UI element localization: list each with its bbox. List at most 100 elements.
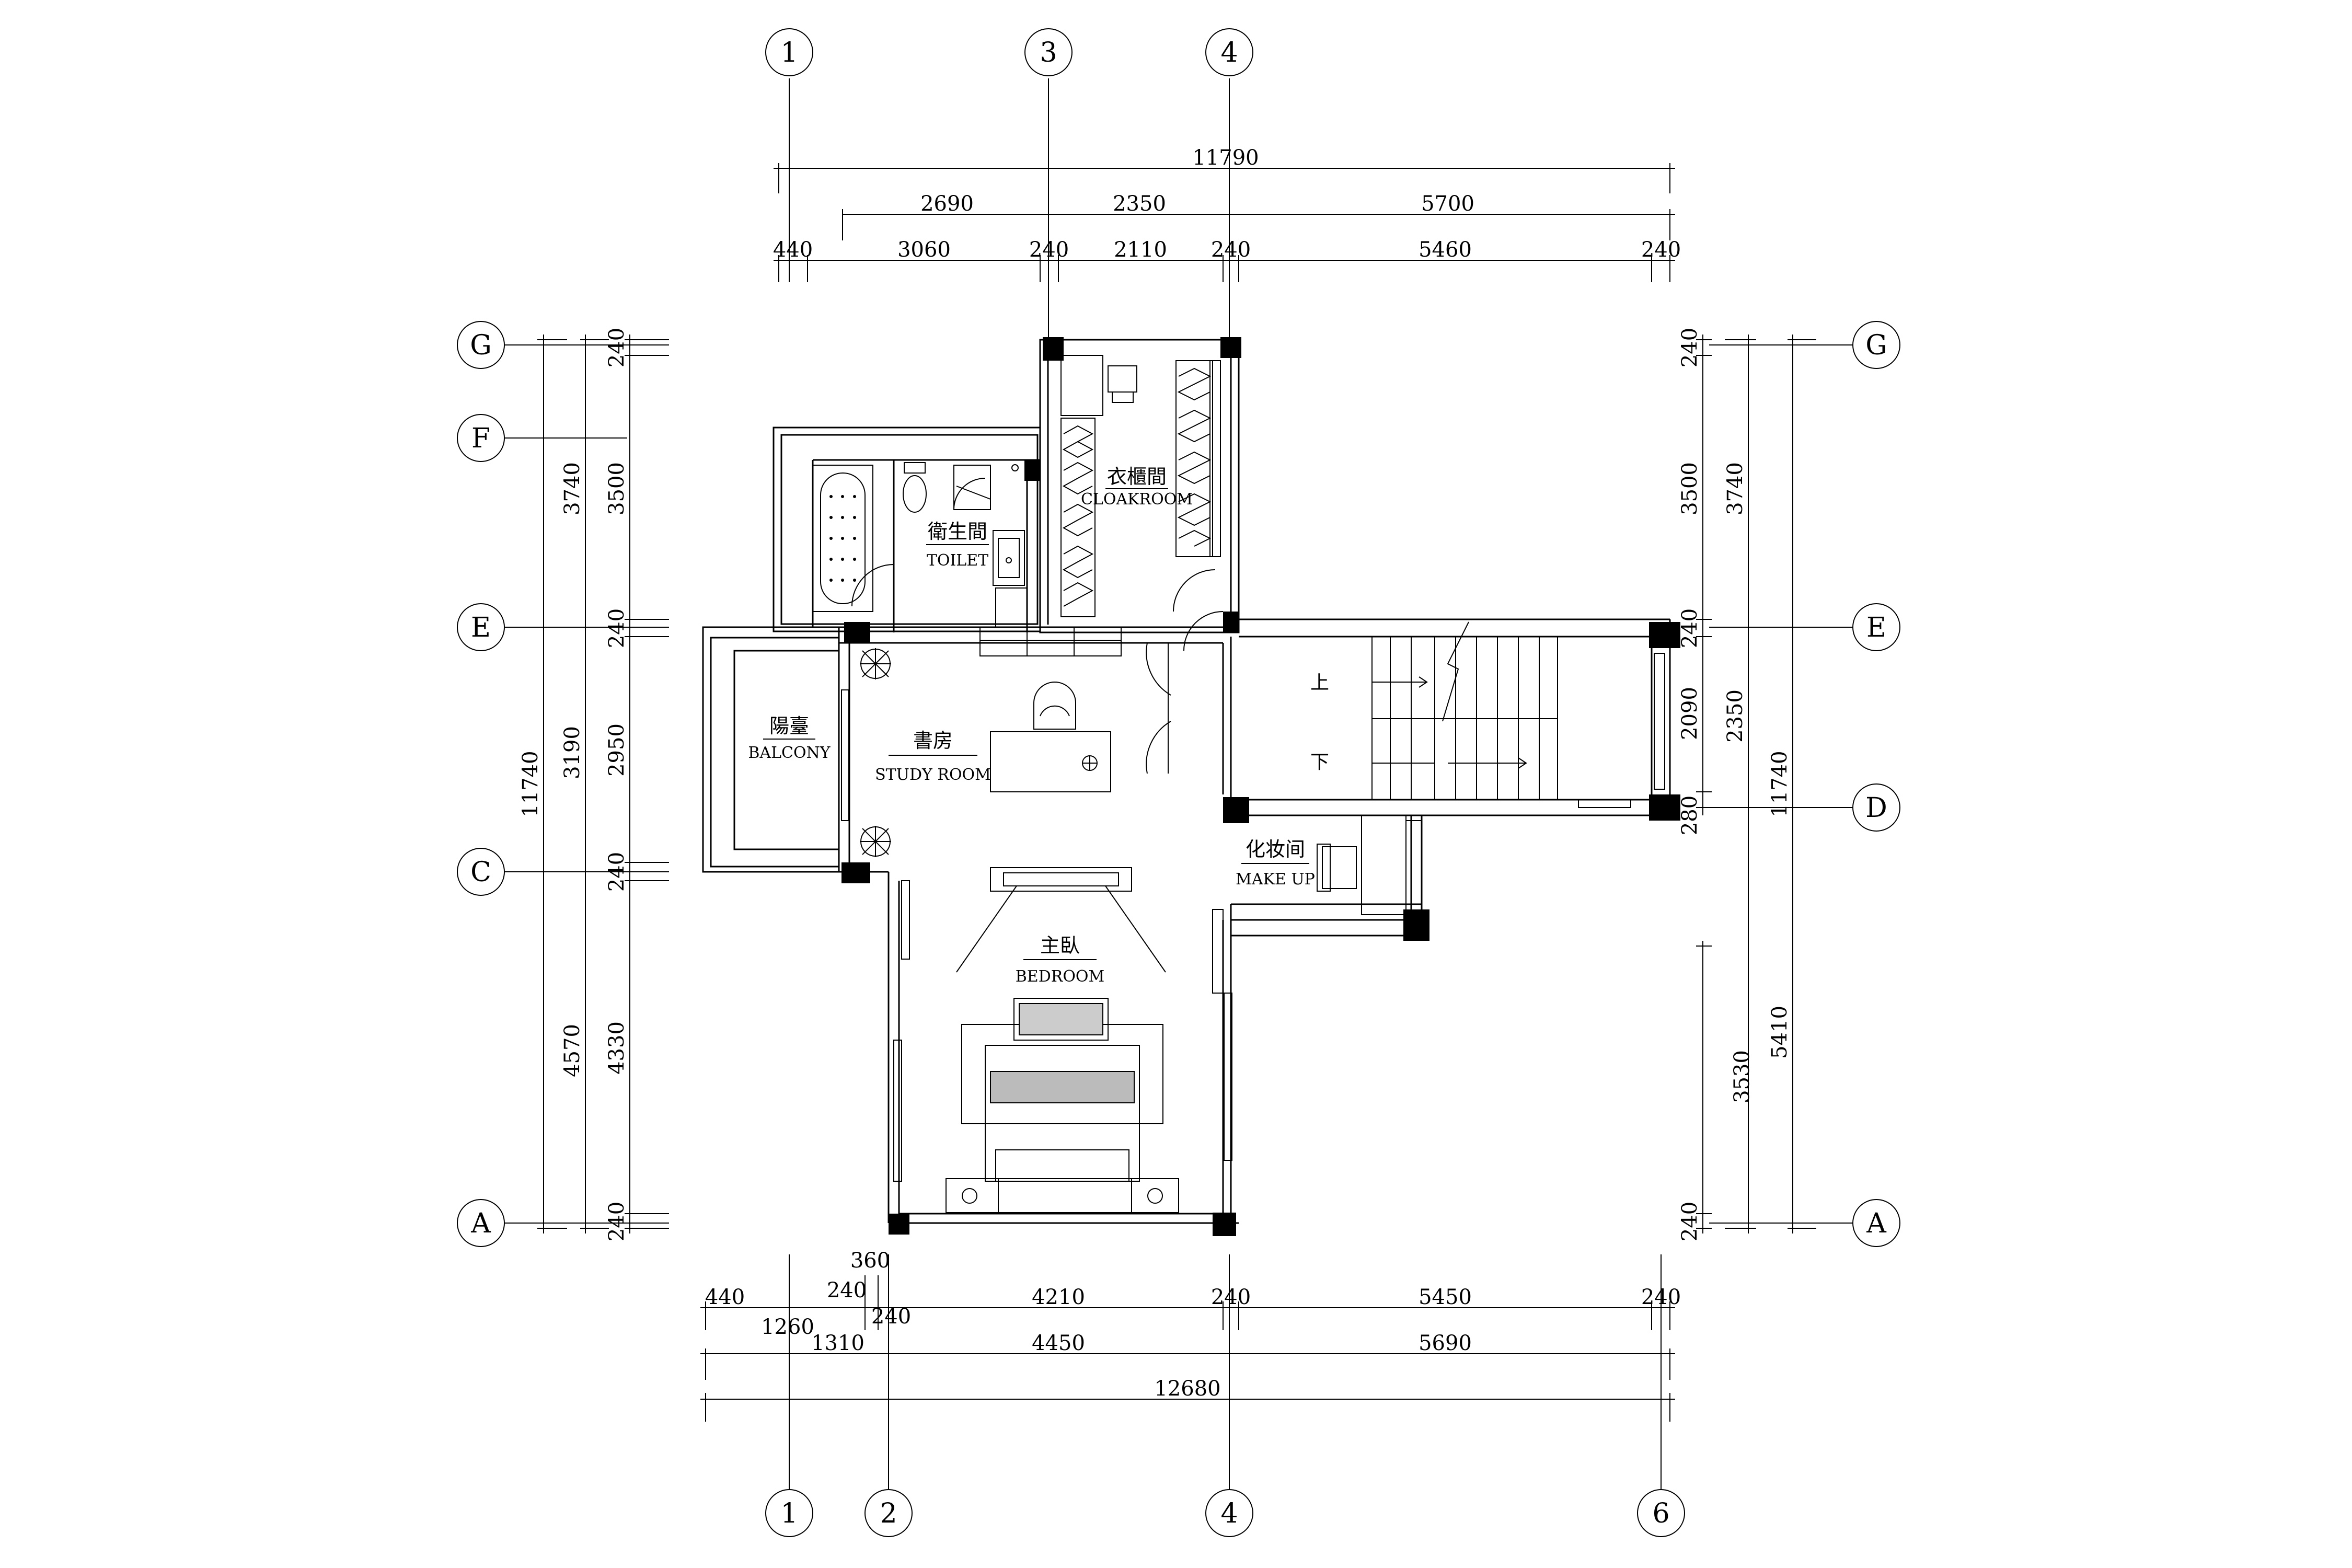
dim-left-detail: 4330 [605,1021,629,1075]
grid-label: G [1865,330,1887,361]
left-dimension-lines [537,335,669,1233]
grid-label: 1 [780,37,798,68]
stair-down-label: 下 [1310,752,1329,773]
makeup-label-cn: 化妆间 [1246,838,1305,861]
grid-bubbles-top: 1 3 4 [765,28,1253,76]
dim-top-mid: 2350 [1113,192,1166,216]
cloakroom-label-cn: 衣櫃間 [1107,465,1167,488]
dim-top-detail: 240 [1641,238,1681,262]
dim-right-detail: 240 [1678,328,1702,367]
cloakroom-label-en: CLOAKROOM [1081,490,1193,509]
dim-right-mid: 2350 [1723,689,1747,743]
top-dimension-texts: 11790 2690 2350 5700 440 3060 240 2110 2… [773,146,1681,262]
toilet-label-en: TOILET [927,551,988,570]
dim-bottom-total: 12680 [1154,1377,1220,1401]
bedroom-label-cn: 主臥 [1040,934,1080,957]
study-fixtures [851,564,1216,857]
grid-label: D [1865,792,1887,824]
dim-right-detail: 3530 [1730,1050,1754,1103]
dim-top-detail: 3060 [897,238,951,262]
dim-left-total: 11740 [518,751,543,817]
stair-up-label: 上 [1310,672,1329,694]
grid-label: A [470,1208,491,1239]
dim-bottom-small: 240 [871,1305,911,1329]
study-label-cn: 書房 [913,729,953,752]
balcony-label-en: BALCONY [748,744,831,762]
dim-bottom-mid: 5690 [1419,1331,1472,1355]
dim-bottom-small: 360 [850,1249,890,1273]
room-labels: 衣櫃間 CLOAKROOM 衛生間 TOILET 陽臺 BALCONY 書房 S… [748,465,1329,986]
makeup-label-en: MAKE UP [1236,870,1315,889]
grid-label: E [1866,612,1886,643]
dim-left-detail: 3500 [605,462,629,515]
grid-label: 6 [1652,1498,1669,1529]
grid-bubbles-right: G E D A [1852,321,1900,1247]
dim-top-total: 11790 [1192,146,1259,170]
dim-right-detail: 240 [1678,608,1702,648]
bottom-dimension-texts: 360 240 1260 240 440 4210 240 5450 240 1… [705,1249,1681,1401]
cloakroom-fixtures [1060,355,1221,617]
grid-label: E [471,612,491,643]
grid-label: 3 [1040,37,1057,68]
dim-top-detail: 240 [1211,238,1251,262]
dim-left-mid: 3740 [560,462,584,515]
dim-left-detail: 2950 [605,723,629,777]
columns [841,337,1680,1236]
grid-bubbles-bottom: 1 2 4 6 [765,1489,1685,1537]
dim-top-mid: 2690 [920,192,974,216]
left-dimension-texts: 11740 3740 3190 4570 240 3500 240 2950 2… [518,328,629,1241]
bottom-dimension-lines [700,1275,1675,1422]
dim-bottom-detail: 4210 [1032,1285,1085,1309]
balcony-fixtures [841,689,849,821]
grid-label: G [470,330,492,361]
dim-right-mid: 5410 [1768,1006,1792,1059]
balcony-label-cn: 陽臺 [769,714,809,737]
dim-bottom-small: 1260 [761,1315,814,1339]
grid-bubbles-left: G F E C A [457,321,505,1247]
dim-right-detail: 3500 [1678,462,1702,515]
dim-left-mid: 4570 [560,1024,584,1077]
dim-left-detail: 240 [605,1202,629,1241]
top-dimension-lines [774,163,1675,282]
study-label-en: STUDY ROOM [875,766,991,784]
dim-bottom-detail: 5450 [1419,1285,1472,1309]
dim-top-detail: 5460 [1419,238,1472,262]
right-dimension-lines [1696,335,1816,1233]
dim-right-total: 11740 [1768,751,1792,817]
bathtub-jets [829,495,856,582]
dim-right-detail: 280 [1678,795,1702,835]
dim-left-detail: 240 [605,328,629,367]
plant-icon [860,648,891,679]
grid-label: C [470,857,491,888]
bedroom-label-en: BEDROOM [1016,967,1105,986]
dim-bottom-mid: 4450 [1032,1331,1085,1355]
grid-label: 1 [780,1498,798,1529]
dim-left-detail: 240 [605,852,629,892]
makeup-fixtures [1212,815,1422,994]
grid-label: 2 [880,1498,897,1529]
bedroom-fixtures [893,867,1232,1213]
dim-bottom-detail: 240 [1211,1285,1251,1309]
dim-left-mid: 3190 [560,726,584,779]
dim-top-mid: 5700 [1421,192,1474,216]
dim-right-mid: 3740 [1723,462,1747,515]
plant-icon [860,826,891,857]
dim-left-detail: 240 [605,608,629,648]
dim-bottom-detail: 440 [705,1285,745,1309]
dim-bottom-detail: 240 [1641,1285,1681,1309]
dim-top-detail: 440 [773,238,813,262]
grid-label: 4 [1220,1498,1238,1529]
toilet-fixtures [812,462,1028,628]
stair [1183,611,1665,808]
dim-top-detail: 240 [1029,238,1069,262]
grid-label: F [471,423,490,454]
dim-top-detail: 2110 [1114,238,1167,262]
toilet-label-cn: 衛生間 [928,520,987,543]
dim-right-detail: 240 [1678,1202,1702,1241]
grid-label: 4 [1220,37,1238,68]
dim-bottom-small: 240 [827,1278,867,1302]
dim-bottom-mid: 1310 [811,1331,864,1355]
dim-right-detail: 2090 [1678,687,1702,740]
grid-label: A [1866,1208,1887,1239]
